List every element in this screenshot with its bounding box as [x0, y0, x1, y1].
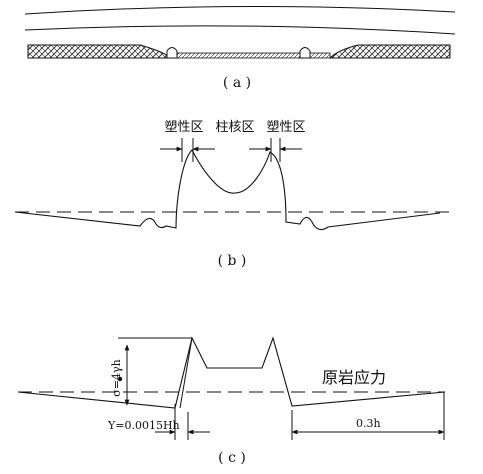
bullet-mark	[117, 376, 123, 382]
label-plastic-zone-right: 塑性区	[266, 120, 305, 135]
coal-seam-right	[328, 44, 451, 59]
pillar-right	[299, 47, 311, 59]
coal-seam-left	[27, 44, 172, 59]
label-peak-stress: σ=4γh	[110, 359, 123, 396]
inner-triangle	[179, 337, 193, 409]
panel-a: ( a )	[24, 5, 456, 91]
stress-curve-b	[14, 149, 441, 231]
pillar-left	[166, 47, 178, 59]
caption-b: ( b )	[218, 253, 247, 269]
caption-c: ( c )	[218, 450, 246, 466]
caption-a: ( a )	[223, 75, 251, 91]
roof-line-lower	[24, 25, 456, 35]
label-plastic-zone-left: 塑性区	[164, 120, 203, 135]
label-width-right: 0.3h	[356, 417, 381, 430]
label-core-zone: 柱核区	[215, 120, 254, 135]
panel-b: 塑性区 柱核区 塑性区 ( b )	[14, 120, 450, 269]
panel-c: σ=4γh 原岩应力 Y=0.0015Hh 0.3h ( c )	[17, 336, 446, 466]
roof-line-upper	[24, 5, 456, 15]
stress-curve-c	[17, 336, 446, 409]
label-width-left: Y=0.0015Hh	[107, 419, 180, 432]
label-virgin-stress: 原岩应力	[322, 368, 386, 387]
zone-dimension-lines	[160, 138, 302, 162]
width-dimension-lines	[155, 392, 445, 440]
